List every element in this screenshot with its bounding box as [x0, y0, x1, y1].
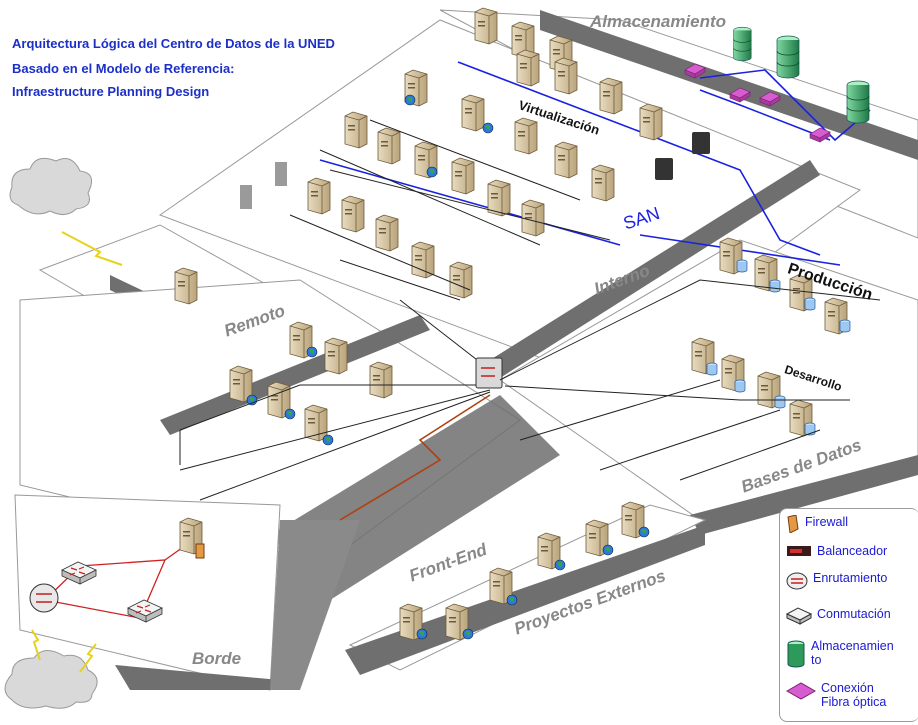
core-switch [475, 357, 503, 389]
db-network [499, 279, 881, 481]
legend-label-fibra: Conexión Fibra óptica [821, 681, 887, 709]
legend-item-enrutamiento: Enrutamiento [786, 571, 887, 591]
internet-cloud-bottom [4, 650, 98, 709]
load-balancer-icon [787, 546, 811, 556]
wan-link-edge-1 [31, 629, 41, 661]
interno-network [289, 119, 611, 371]
fiber-icon [786, 682, 816, 700]
legend: Firewall Balanceador Enrutamiento Conmut… [779, 508, 918, 722]
legend-label-conmutacion: Conmutación [817, 607, 891, 621]
switch-icon [786, 607, 812, 625]
zone-label-almacenamiento: Almacenamiento [590, 12, 727, 31]
diagram-title-line-3: Infraestructure Planning Design [12, 84, 210, 99]
plane-bases-de-datos [499, 239, 918, 535]
plane-borde [14, 494, 360, 691]
wan-link-edge-2 [79, 643, 97, 673]
legend-item-firewall: Firewall [786, 515, 848, 533]
frontend-uplink [339, 394, 491, 521]
remote-server [174, 267, 198, 305]
legend-item-conmutacion: Conmutación [786, 607, 891, 625]
router-icon [786, 572, 808, 590]
firewall-icon [787, 515, 799, 533]
legend-item-almacenamiento: Almacenamien to [786, 639, 894, 669]
legend-item-balanceador: Balanceador [786, 544, 887, 558]
edge-network [29, 517, 205, 623]
legend-item-fibra: Conexión Fibra óptica [786, 681, 886, 709]
legend-label-enrutamiento: Enrutamiento [813, 571, 888, 585]
frontend-network [179, 384, 491, 501]
legend-label-almacenamiento: Almacenamien to [811, 639, 894, 667]
diagram-title-line-1: Arquitectura Lógica del Centro de Datos … [12, 36, 335, 51]
wan-link-remote [61, 231, 123, 266]
legend-label-balanceador: Balanceador [817, 544, 888, 558]
diagram-title-line-2: Basado en el Modelo de Referencia: [12, 61, 235, 76]
virtualization-servers [474, 7, 710, 180]
legend-label-firewall: Firewall [805, 515, 849, 529]
storage-icon [787, 640, 805, 668]
internet-cloud-top [9, 157, 93, 215]
interno-servers [240, 69, 615, 299]
zone-label-borde: Borde [192, 649, 242, 668]
